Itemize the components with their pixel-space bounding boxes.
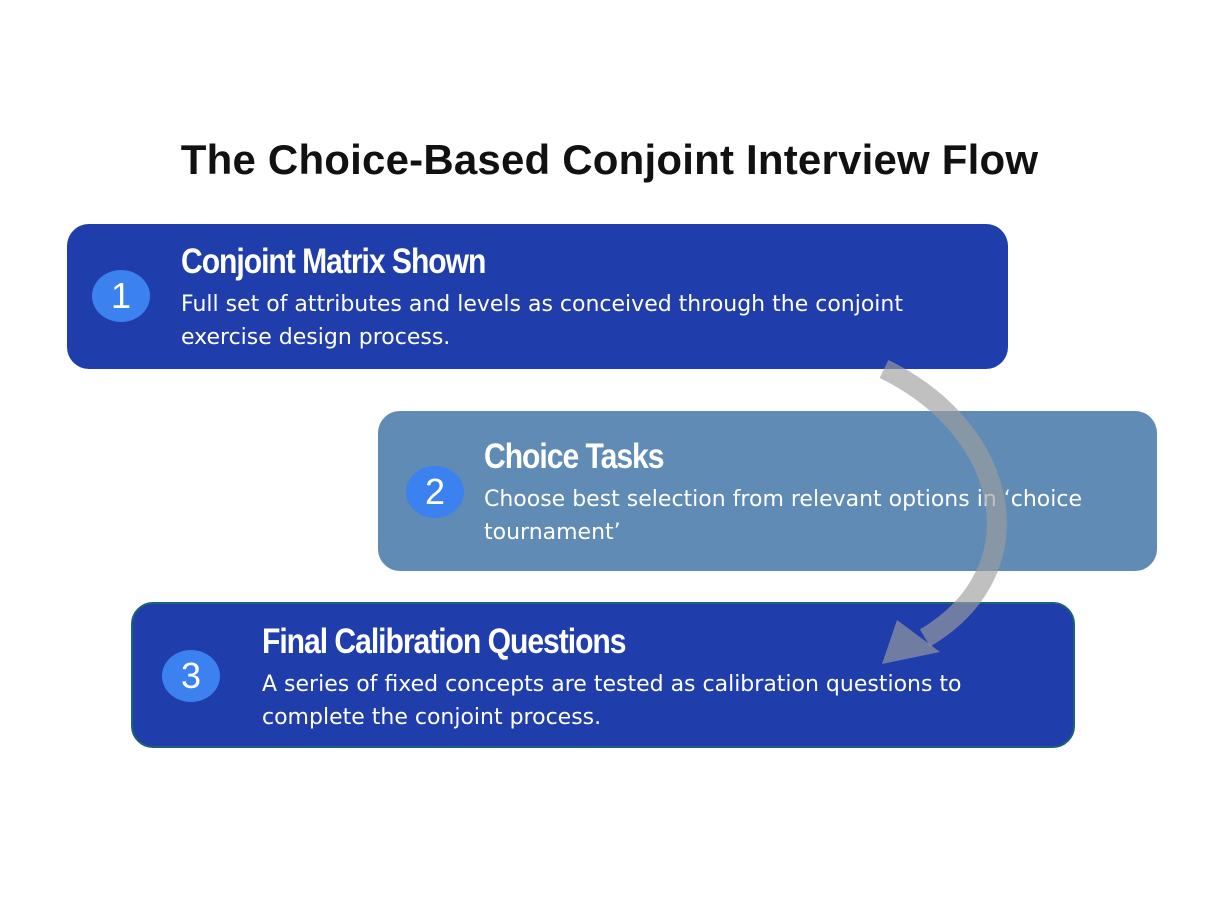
step-description: Choose best selection from relevant opti… — [484, 487, 1082, 545]
step-heading: Conjoint Matrix Shown — [181, 242, 486, 281]
step-description: A series of fixed concepts are tested as… — [262, 672, 962, 730]
step-1-box: 1 Conjoint Matrix Shown Full set of attr… — [67, 224, 1008, 369]
step-number-badge: 2 — [406, 466, 464, 518]
step-3-box: 3 Final Calibration Questions A series o… — [131, 602, 1075, 748]
step-2-box: 2 Choice Tasks Choose best selection fro… — [378, 411, 1157, 571]
step-number-badge: 1 — [92, 270, 150, 322]
step-description: Full set of attributes and levels as con… — [181, 292, 903, 350]
step-heading: Choice Tasks — [484, 437, 664, 476]
step-heading: Final Calibration Questions — [262, 622, 627, 661]
step-number-badge: 3 — [162, 650, 220, 702]
diagram-title: The Choice-Based Conjoint Interview Flow — [180, 136, 1039, 183]
